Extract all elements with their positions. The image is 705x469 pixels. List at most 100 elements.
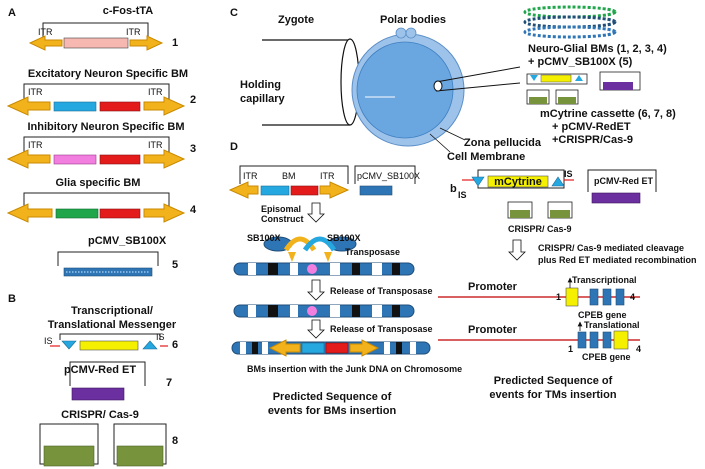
chromosome-3 xyxy=(231,339,431,357)
itr-label: ITR xyxy=(38,27,53,37)
polar-body xyxy=(405,27,417,39)
red-segment xyxy=(99,154,141,165)
mcytrine-cassette-label: mCytrine cassette (6, 7, 8) xyxy=(540,108,676,120)
is-triangle-right xyxy=(142,340,158,350)
itr-right-arrow xyxy=(143,96,186,116)
is-label: IS xyxy=(564,169,573,179)
itr-label: ITR xyxy=(243,171,258,181)
sb100x-plus-label: + pCMV_SB100X (5) xyxy=(528,56,633,68)
itr-right-arrow xyxy=(319,181,350,199)
construct-6: IS IS xyxy=(44,332,168,354)
pink-segment xyxy=(53,154,97,165)
holding-label: Holding xyxy=(240,79,281,91)
construct-5 xyxy=(55,251,161,280)
mcytrine-construct: mCytrine IS IS xyxy=(458,169,574,200)
capillary-label: capillary xyxy=(240,93,286,105)
chromosome-1 xyxy=(233,262,415,276)
bm-label: BM xyxy=(282,171,296,181)
itr-left-arrow xyxy=(228,181,259,199)
episomal-construct: ITR BM ITR xyxy=(228,165,352,200)
prediction-bm-line1: Predicted Sequence of xyxy=(273,391,392,403)
itr-label: ITR xyxy=(126,27,141,37)
construct-4-number: 4 xyxy=(190,204,197,216)
itr-label: ITR xyxy=(148,140,163,150)
panel-b-title-line1: Transcriptional/ xyxy=(71,305,153,317)
itr-label: ITR xyxy=(148,87,163,97)
zygote-cell xyxy=(351,27,465,147)
redet-construct: pCMV-Red ET xyxy=(585,169,659,206)
exon-1-label: 1 xyxy=(568,344,573,354)
is-label: IS xyxy=(156,332,165,342)
promoter-label-1: Promoter xyxy=(468,281,518,293)
construct-5-number: 5 xyxy=(172,259,178,271)
injection-needle xyxy=(433,66,521,92)
itr-left-arrow xyxy=(6,203,53,223)
construct-8 xyxy=(39,423,167,467)
prediction-bm-line2: events for BMs insertion xyxy=(268,405,397,417)
yellow-segment xyxy=(79,340,139,351)
plasmid-rings xyxy=(523,5,617,39)
sb100x-right-label: SB100X xyxy=(327,233,361,243)
itr-label: ITR xyxy=(28,140,43,150)
itr-left-arrow xyxy=(6,96,51,116)
construct-label: Construct xyxy=(261,214,304,224)
purple-segment xyxy=(71,387,125,401)
subpanel-b-label: b xyxy=(450,183,457,195)
itr-label: ITR xyxy=(28,87,43,97)
is-triangle-left xyxy=(61,340,77,350)
membrane-label: Cell Membrane xyxy=(447,151,525,163)
construct-5-title: pCMV_SB100X xyxy=(88,235,167,247)
construct-2-title: Excitatory Neuron Specific BM xyxy=(28,68,188,80)
green-segment xyxy=(55,208,99,219)
itr-right-arrow xyxy=(143,149,186,169)
construct-3-title: Inhibitory Neuron Specific BM xyxy=(27,121,184,133)
chromosome-2 xyxy=(233,304,415,318)
construct-1-number: 1 xyxy=(172,37,178,49)
down-arrow xyxy=(307,279,325,301)
red-segment xyxy=(99,208,141,219)
is-label: IS xyxy=(44,336,53,346)
mcytrine-cassette-icons xyxy=(526,71,641,105)
construct-8-number: 8 xyxy=(172,435,178,447)
construct-1-title: c-Fos-tTA xyxy=(103,5,154,17)
exon-1-label: 1 xyxy=(556,292,561,302)
construct-2: ITR ITR xyxy=(6,83,186,116)
section-label-b: B xyxy=(8,293,16,305)
redet-plus-label: + pCMV-RedET xyxy=(552,121,631,133)
panel-b-title-line2: Translational Messenger xyxy=(48,319,177,331)
construct-6-number: 6 xyxy=(172,339,178,351)
transcriptional-label: Transcriptional xyxy=(572,275,637,285)
zygote-label: Zygote xyxy=(278,14,314,26)
itr-right-arrow xyxy=(143,203,186,223)
crispr-label: CRISPR/ Cas-9 xyxy=(508,224,572,234)
cpeb-gene-1 xyxy=(438,277,640,307)
down-arrow xyxy=(307,319,325,339)
pcmv-label: pCMV_SB100X xyxy=(357,171,420,181)
redet-label: pCMV-Red ET xyxy=(594,176,654,186)
down-arrow xyxy=(307,202,325,223)
pcmv-sb100x-small: pCMV_SB100X xyxy=(352,165,420,198)
itr-left-arrow xyxy=(6,149,51,169)
translational-label: Translational xyxy=(584,320,640,330)
section-label-d: D xyxy=(230,141,238,153)
olive-segment xyxy=(43,445,95,467)
construct-7-number: 7 xyxy=(166,377,172,389)
release-label-2: Release of Transposase xyxy=(330,324,433,334)
crispr-construct xyxy=(507,201,573,219)
salmon-segment xyxy=(63,37,129,49)
cleavage-label-2: plus Red ET mediated recombination xyxy=(538,255,697,265)
mcytrine-label: mCytrine xyxy=(494,176,542,188)
itr-label: ITR xyxy=(320,171,335,181)
exon-4-label: 4 xyxy=(636,344,641,354)
construct-3: ITR ITR xyxy=(6,136,186,169)
construct-3-number: 3 xyxy=(190,143,196,155)
neuro-glial-label: Neuro-Glial BMs (1, 2, 3, 4) xyxy=(528,43,667,55)
release-label-1: Release of Transposase xyxy=(330,286,433,296)
transposase-complex xyxy=(263,236,357,262)
cpeb-gene-label-1: CPEB gene xyxy=(578,310,627,320)
cell-membrane xyxy=(356,41,454,139)
construct-7: pCMV-Red ET xyxy=(64,361,150,404)
promoter-label-2: Promoter xyxy=(468,324,518,336)
itr-right-arrow xyxy=(129,35,164,51)
episomal-label: Episomal xyxy=(261,204,301,214)
